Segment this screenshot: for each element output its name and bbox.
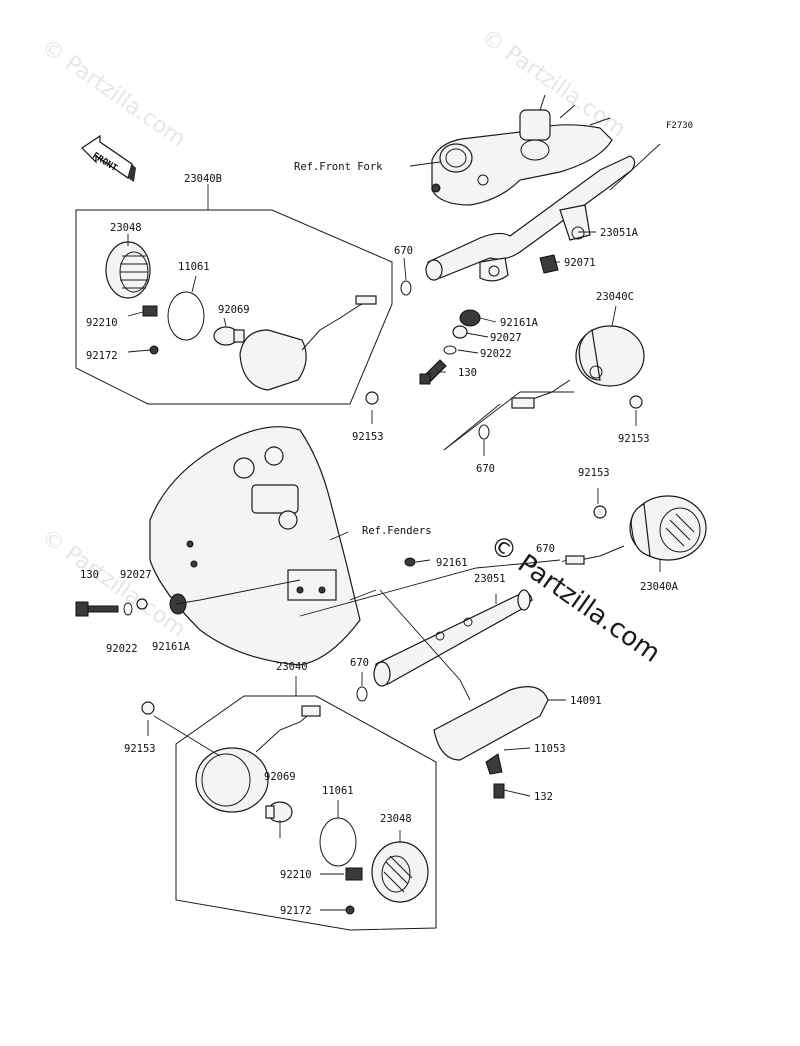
ring-11061-low	[319, 817, 357, 867]
lens-23048-upper	[105, 241, 151, 299]
label-670-right: 670	[536, 543, 555, 555]
fender-body	[149, 426, 361, 666]
screw-92153-right	[629, 395, 643, 409]
label-92210-upper: 92210	[86, 317, 118, 329]
guide-lines	[443, 143, 661, 451]
label-92069-upper: 92069	[218, 304, 250, 316]
ref-fenders-label: Ref.Fenders	[362, 525, 432, 537]
clip-92210-low	[345, 867, 363, 881]
turn-signal-housing-23040B	[239, 295, 377, 391]
lens-23048-low	[371, 841, 429, 903]
oring-670-upper	[400, 280, 412, 296]
label-23040: 23040	[276, 661, 308, 673]
label-92153-upper: 92153	[352, 431, 384, 443]
label-23040C: 23040C	[596, 291, 634, 303]
label-92022-upper: 92022	[480, 348, 512, 360]
screw-92153-upper	[365, 391, 379, 405]
group-frame-23040	[175, 695, 437, 931]
leader-23040C	[443, 391, 574, 451]
label-23048-upper: 23048	[110, 222, 142, 234]
label-130-upper: 130	[458, 367, 477, 379]
label-670-low: 670	[350, 657, 369, 669]
label-92027-left: 92027	[120, 569, 152, 581]
part-labels: Ref.Front Fork Ref.Fenders 23040B 23048 …	[80, 161, 679, 917]
label-92210-low: 92210	[280, 869, 312, 881]
label-23048-low: 23048	[380, 813, 412, 825]
label-23040B: 23040B	[184, 173, 222, 185]
label-92071: 92071	[564, 257, 596, 269]
ref-front-fork-label: Ref.Front Fork	[294, 161, 383, 173]
screw-92172-upper	[149, 345, 159, 355]
label-11061-low: 11061	[322, 785, 354, 797]
label-92161A-left: 92161A	[152, 641, 191, 653]
watermark-top-right: © Partzilla.com	[477, 24, 630, 142]
label-92153-right: 92153	[618, 433, 650, 445]
bulb-92069-upper	[213, 326, 245, 346]
front-arrow-icon: FRONT	[81, 134, 136, 182]
group-frame-23040B	[75, 209, 393, 405]
label-92069-low: 92069	[264, 771, 296, 783]
label-11053: 11053	[534, 743, 566, 755]
clip-92210-upper	[142, 305, 158, 317]
label-92172-low: 92172	[280, 905, 312, 917]
cover-14091	[433, 686, 549, 799]
label-92022-left: 92022	[106, 643, 138, 655]
label-670-mid: 670	[476, 463, 495, 475]
label-23051A: 23051A	[600, 227, 639, 239]
label-92027-upper: 92027	[490, 332, 522, 344]
label-14091: 14091	[570, 695, 602, 707]
watermark-top-left: © Partzilla.com	[37, 34, 190, 152]
label-92153-low: 92153	[124, 743, 156, 755]
leader-lines	[127, 161, 661, 911]
front-fork-bracket	[431, 94, 613, 206]
label-23040A: 23040A	[640, 581, 679, 593]
turn-signal-housing-23040C	[511, 325, 645, 409]
screw-92153-midright	[593, 505, 607, 519]
label-92161A-upper: 92161A	[500, 317, 539, 329]
label-92161: 92161	[436, 557, 468, 569]
ring-11061-upper	[167, 291, 205, 341]
turn-signal-housing-23040A	[565, 495, 707, 565]
label-130-left: 130	[80, 569, 99, 581]
label-11061-upper: 11061	[178, 261, 210, 273]
oring-670-mid	[478, 424, 490, 440]
oring-670-low	[356, 686, 368, 702]
rubber-92161	[404, 557, 416, 567]
figure-code: F2730	[666, 121, 693, 131]
bulb-92069-low	[265, 801, 293, 823]
label-23051: 23051	[474, 573, 506, 585]
screw-92172-low	[345, 905, 355, 915]
label-132: 132	[534, 791, 553, 803]
turn-signal-bar-lower	[373, 589, 533, 687]
screw-92153-low	[141, 701, 155, 715]
bushing-92071	[539, 254, 559, 274]
mount-hardware-upper	[419, 309, 481, 385]
label-92172-upper: 92172	[86, 350, 118, 362]
label-670-upper: 670	[394, 245, 413, 257]
label-92153-midright: 92153	[578, 467, 610, 479]
turn-signal-housing-23040	[195, 705, 321, 813]
